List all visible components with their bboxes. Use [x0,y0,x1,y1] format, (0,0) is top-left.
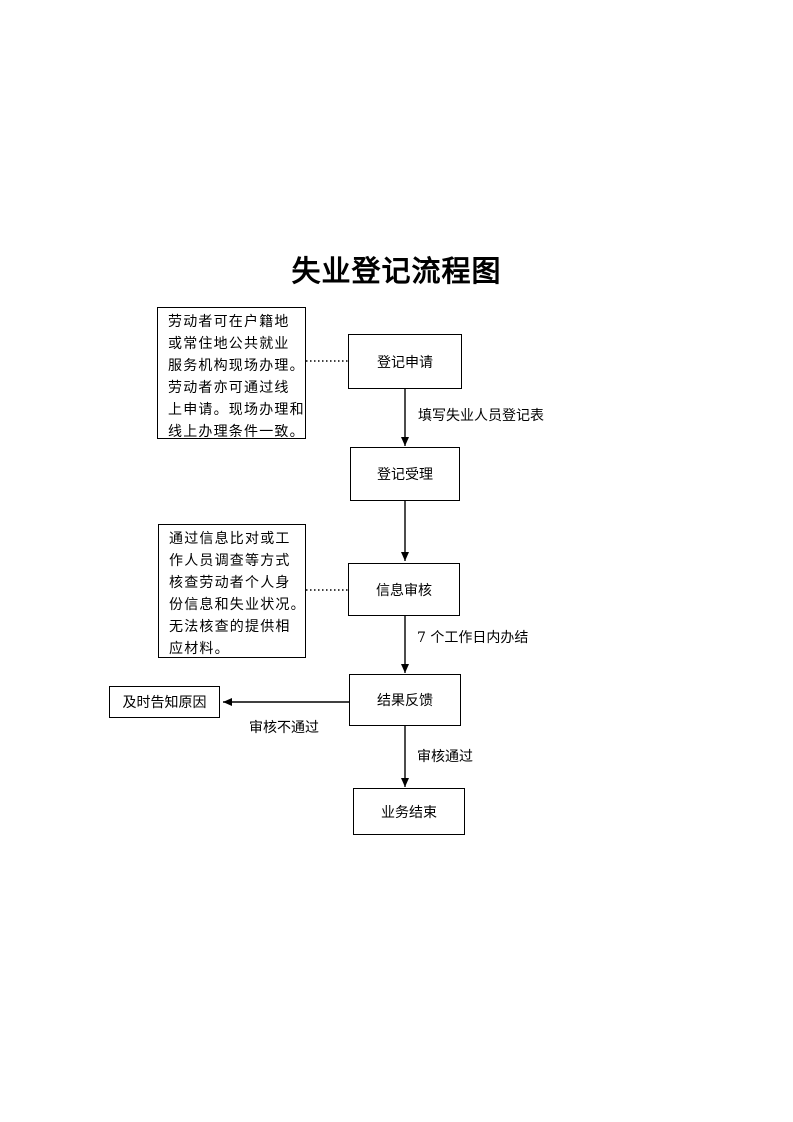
note-review-line: 通过信息比对或工 [169,531,291,547]
edge-label-feedback-to-end: 审核通过 [417,749,473,765]
note-apply-line: 劳动者亦可通过线 [168,380,290,396]
page-title: 失业登记流程图 [291,254,502,288]
note-apply-line: 上申请。现场办理和 [168,402,305,418]
node-end: 业务结束 [353,788,465,835]
note-review-line: 核查劳动者个人身 [169,575,291,591]
note-review-line: 无法核查的提供相 [169,619,291,635]
note-review-line: 份信息和失业状况。 [169,597,306,613]
note-apply-line: 线上办理条件一致。 [168,424,305,440]
node-feedback: 结果反馈 [349,674,461,726]
note-review-line: 作人员调查等方式 [169,553,291,569]
note-apply: 劳动者可在户籍地 或常住地公共就业 服务机构现场办理。 劳动者亦可通过线 上申请… [157,307,306,440]
edge-label-feedback-to-notify: 审核不通过 [249,720,319,736]
edge-label-apply-to-accept: 填写失业人员登记表 [418,408,544,424]
node-accept: 登记受理 [350,447,460,501]
node-review: 信息审核 [348,563,460,616]
note-apply-line: 或常住地公共就业 [168,336,290,352]
note-review-line: 应材料。 [169,641,230,657]
note-review: 通过信息比对或工 作人员调查等方式 核查劳动者个人身 份信息和失业状况。 无法核… [158,524,306,658]
edge-label-review-to-feedback: 7 个工作日内办结 [417,630,529,646]
node-notify: 及时告知原因 [109,686,220,718]
note-apply-line: 劳动者可在户籍地 [168,314,290,330]
note-apply-line: 服务机构现场办理。 [168,358,305,374]
node-apply: 登记申请 [348,334,462,389]
